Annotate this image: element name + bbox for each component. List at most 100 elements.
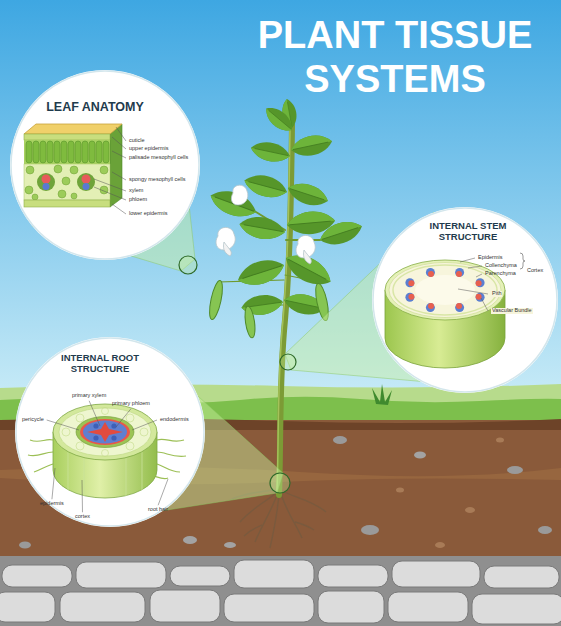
root-cylinder <box>68 452 69 490</box>
leaf-cross-section <box>25 186 33 194</box>
ground <box>414 452 426 459</box>
circle-outline <box>11 71 199 259</box>
part-label: endodermis <box>160 417 189 423</box>
vascular-bundle <box>456 303 462 309</box>
root-cylinder <box>126 458 127 496</box>
stone-layer <box>392 561 480 587</box>
root-hairs <box>157 464 180 472</box>
part-label: palisade mesophyll cells <box>129 155 188 161</box>
plant-roots <box>255 490 279 542</box>
pea-flowers <box>296 235 315 264</box>
leaf-cross-section <box>58 190 66 198</box>
leader-line <box>112 172 126 180</box>
part-label: primary xylem <box>72 393 106 399</box>
ground <box>496 438 504 443</box>
part-label: Vascular Bundle <box>491 308 533 314</box>
vascular-bundle <box>405 293 414 302</box>
circle-outline <box>16 338 204 526</box>
grass-tuft <box>372 384 392 405</box>
vascular-bundle <box>405 293 414 302</box>
vascular-bundle <box>428 303 434 309</box>
vascular-bundle <box>426 303 435 312</box>
leaf-cross-section <box>32 194 38 200</box>
leader-line <box>116 409 131 427</box>
plant-roots <box>280 490 326 512</box>
stem-cylinder <box>385 260 505 320</box>
stone-layer <box>224 594 314 622</box>
vascular-bundle <box>455 303 464 312</box>
pea-flowers <box>231 185 247 205</box>
root-cylinder <box>102 450 109 457</box>
pea-flowers <box>216 185 315 264</box>
circle-heading: INTERNAL STEM STRUCTURE <box>422 220 514 242</box>
vascular-bundle <box>405 268 484 312</box>
leader-line <box>112 204 126 214</box>
leaf-cross-section <box>103 141 109 163</box>
ground <box>19 542 31 549</box>
inset-circle: INTERNAL STEM STRUCTURE <box>372 207 558 393</box>
part-label: Parenchyma <box>485 271 516 277</box>
leader-line <box>47 420 79 430</box>
vascular-bundle <box>476 280 482 286</box>
root-cylinder <box>93 423 116 440</box>
stem-cylinder <box>393 265 497 315</box>
vascular-bundle <box>476 278 485 287</box>
stone-layer <box>170 566 230 586</box>
pea-flowers <box>223 242 231 256</box>
vascular-bundle <box>408 294 414 300</box>
leaf-cross-section <box>24 124 122 207</box>
plant-leaves <box>285 179 331 211</box>
pea-pods <box>243 306 256 339</box>
leaf-vein <box>83 183 90 190</box>
stone-layer <box>484 566 559 588</box>
vascular-bundle <box>476 278 485 287</box>
circle-outline <box>373 208 557 392</box>
stone-layer <box>0 560 561 624</box>
part-label: xylem <box>129 188 143 194</box>
leaf-cross-section <box>71 193 77 199</box>
zoom-spots <box>280 354 296 370</box>
root-cylinder <box>59 408 151 456</box>
vascular-bundle <box>426 303 435 312</box>
stone-layer <box>60 592 145 622</box>
leaf-cross-section <box>24 200 110 207</box>
plant-leaves <box>249 139 292 165</box>
leader-line <box>52 468 55 499</box>
root-cylinder <box>83 421 127 444</box>
vascular-bundle <box>455 268 464 277</box>
ground <box>465 507 475 513</box>
vascular-bundle <box>426 268 435 277</box>
ground <box>435 542 445 548</box>
root-hairs <box>28 452 53 456</box>
root-cylinder <box>80 419 130 445</box>
vascular-bundle <box>476 294 482 300</box>
plant-leaves <box>207 98 365 318</box>
part-label: Epidermis <box>478 255 502 261</box>
stem-cylinder <box>389 263 501 318</box>
leaf-cross-section <box>82 141 88 163</box>
part-label: root hair <box>148 507 168 513</box>
ground <box>183 536 197 544</box>
part-label: epidermis <box>40 501 64 507</box>
plant-leaves <box>317 217 365 250</box>
plant-leaves <box>238 213 287 242</box>
vascular-bundle <box>428 271 434 277</box>
root-cylinder <box>140 428 148 436</box>
leaf-cross-section <box>96 141 102 163</box>
root-cylinder <box>76 417 134 448</box>
plant-leaves <box>242 171 290 202</box>
stone-layer <box>76 562 166 588</box>
leaf-cross-section <box>75 141 81 163</box>
root-hairs <box>157 439 184 441</box>
stone-layer <box>0 556 561 626</box>
root-cylinder <box>62 428 70 436</box>
root-cylinder <box>111 423 116 428</box>
ground <box>396 488 404 493</box>
leaf-vein <box>77 173 95 191</box>
part-label: spongy mesophyll cells <box>129 177 186 183</box>
stone-layer <box>150 590 220 622</box>
vascular-bundle <box>455 303 464 312</box>
leaf-cross-section <box>24 140 110 164</box>
part-label: cortex <box>75 514 90 520</box>
